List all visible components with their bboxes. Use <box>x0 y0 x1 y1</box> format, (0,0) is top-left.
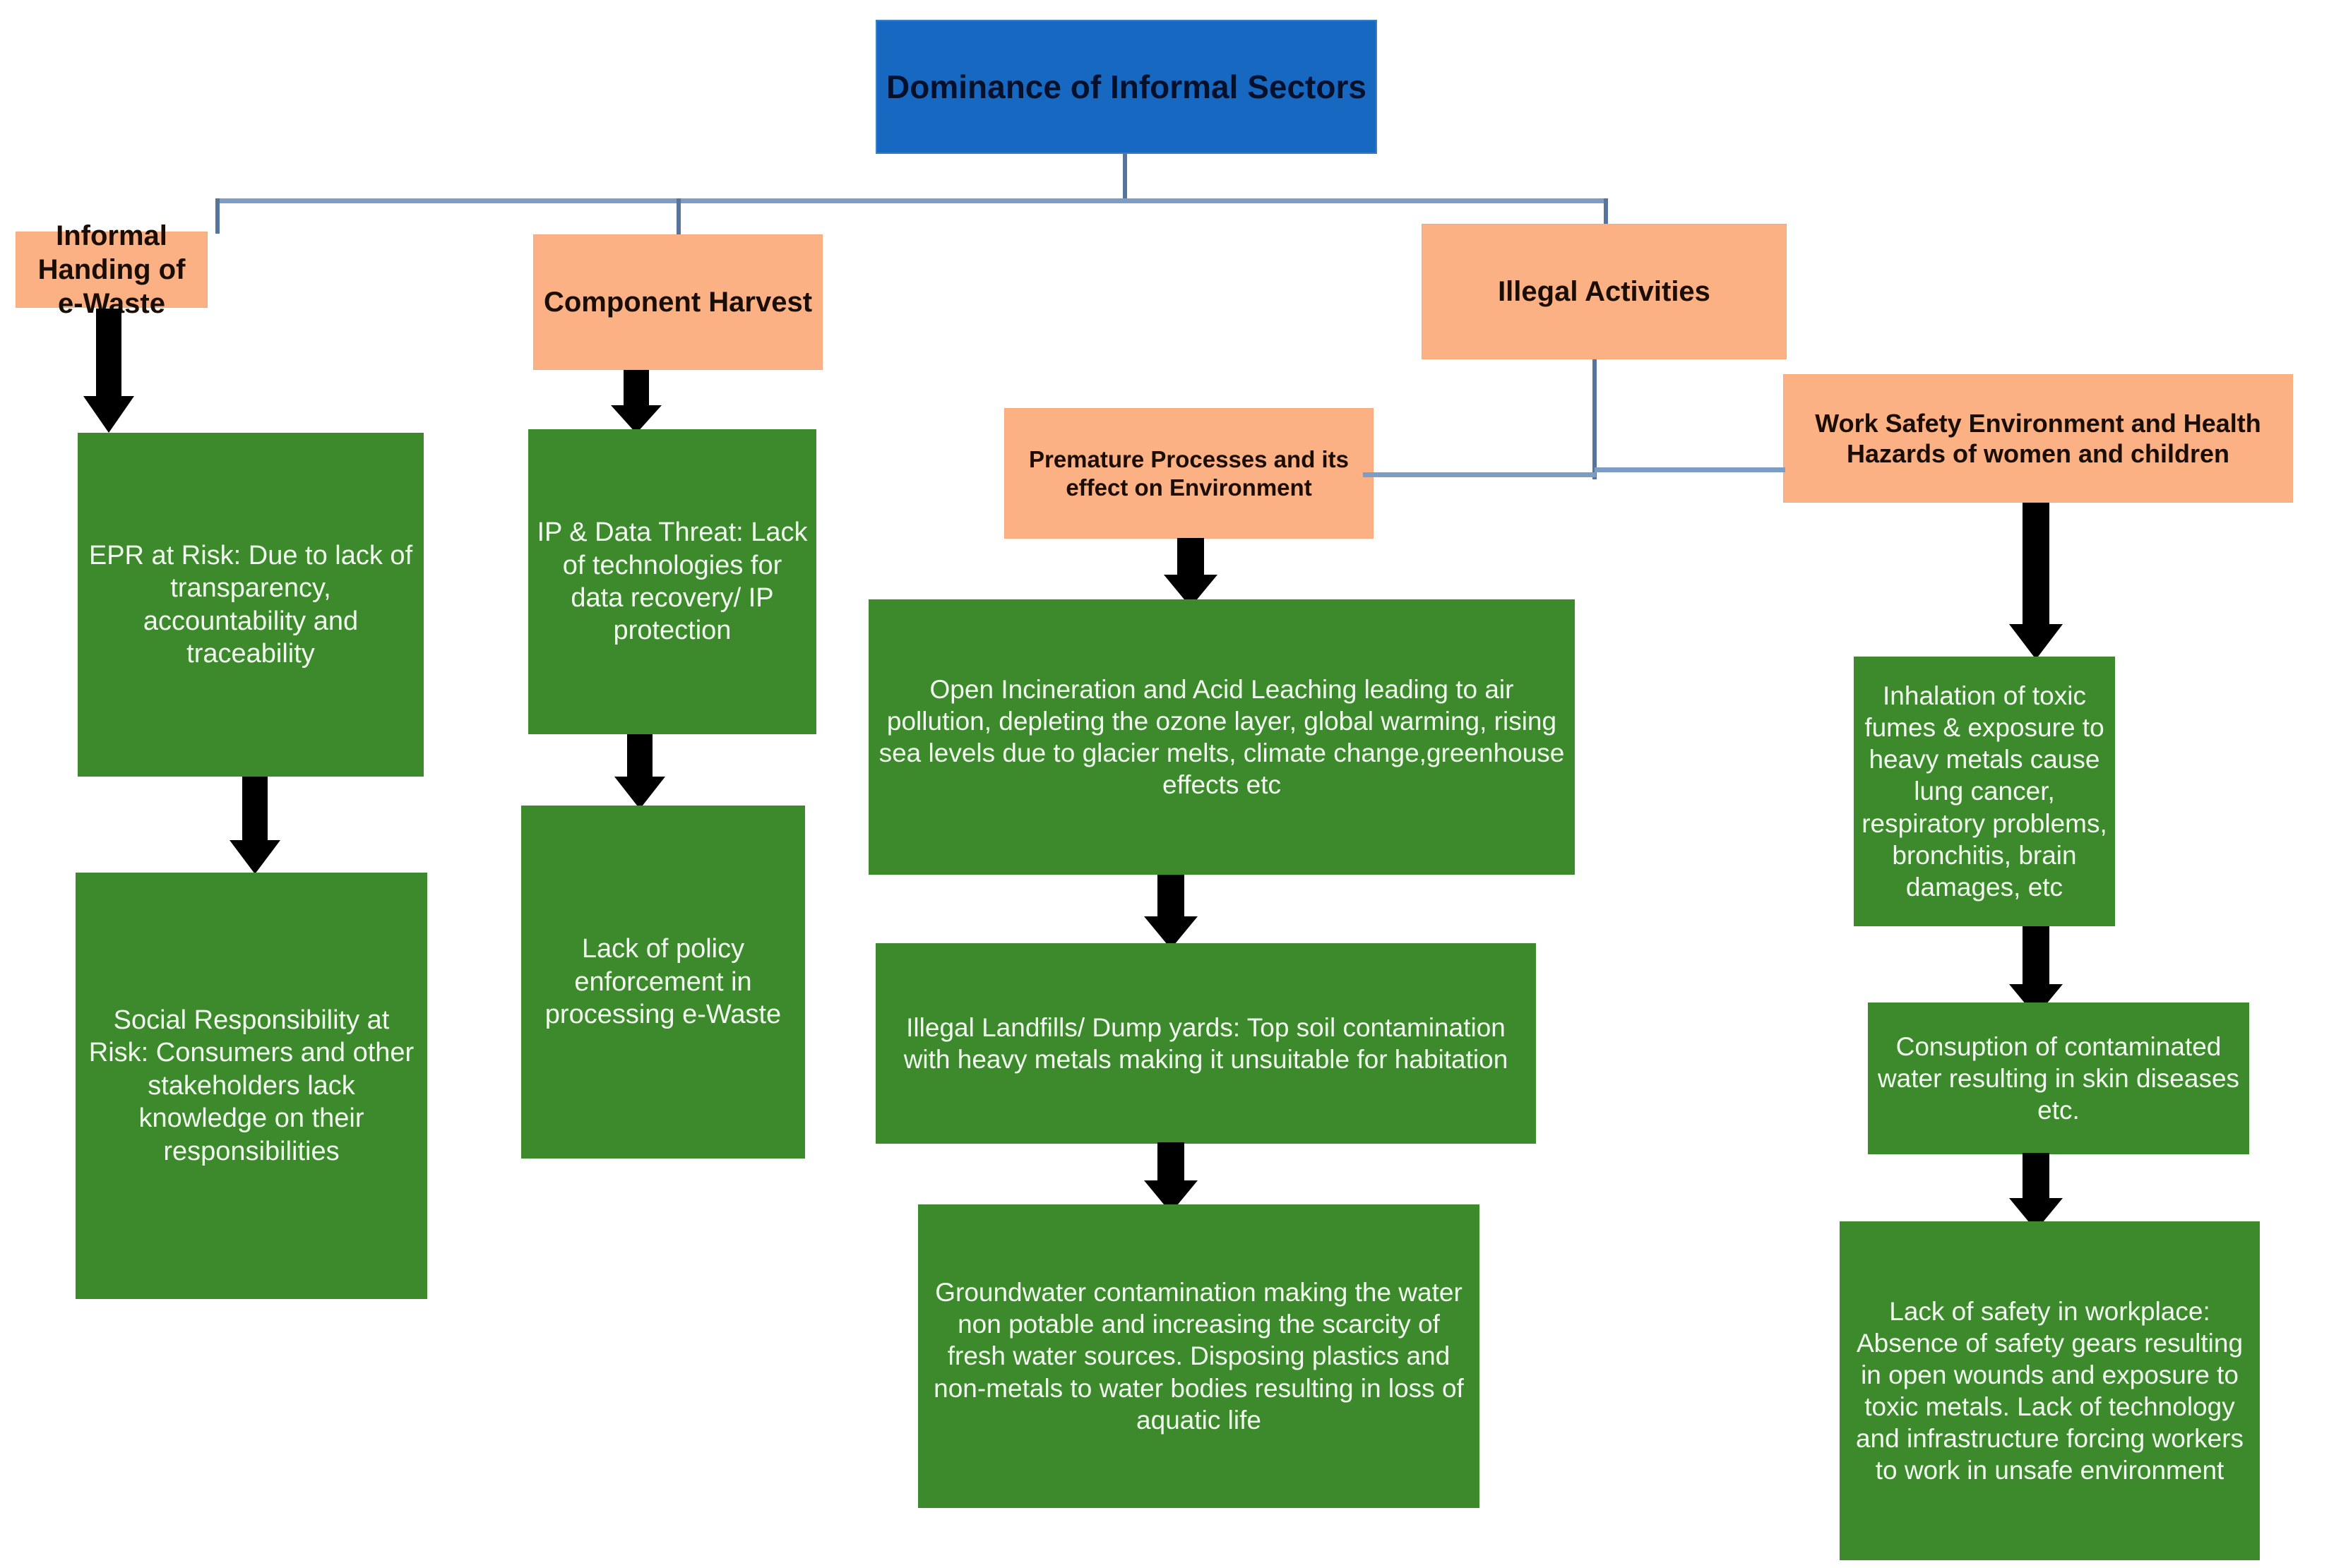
node-groundwater-contamination: Groundwater contamination making the wat… <box>918 1204 1479 1508</box>
node-consuption-of-contaminated-water: Consuption of contaminated water resulti… <box>1868 1003 2249 1154</box>
node-label: Component Harvest <box>543 287 813 318</box>
node-label: Lack of policy enforcement in processing… <box>544 934 782 1030</box>
node-lack-of-policy-enforcement: Lack of policy enforcement in processing… <box>521 806 805 1159</box>
arrow-landfills-to-groundwater <box>1144 1142 1198 1213</box>
node-illegal-activities: Illegal Activities <box>1422 224 1787 359</box>
node-illegal-landfills-dump-yards: Illegal Landfills/ Dump yards: Top soil … <box>876 943 1536 1144</box>
connector-to-illegal-activities <box>1604 198 1608 227</box>
arrow-inhalation-to-consuption <box>2009 926 2063 1017</box>
node-component-harvest: Component Harvest <box>533 234 823 370</box>
connector-top-bus <box>217 198 1608 203</box>
node-label: Premature Processes and its effect on En… <box>1028 445 1350 501</box>
node-label: Social Responsibility at Risk: Consumers… <box>88 1005 415 1166</box>
node-dominance-of-informal-sectors: Dominance of Informal Sectors <box>876 20 1377 154</box>
node-label: Inhalation of toxic fumes & exposure to … <box>1862 681 2107 902</box>
node-label: Consuption of contaminated water resulti… <box>1877 1031 2240 1125</box>
node-label: EPR at Risk: Due to lack of transparency… <box>88 540 413 669</box>
node-label: Lack of safety in workplace: Absence of … <box>1855 1296 2244 1485</box>
node-label: Open Incineration and Acid Leaching lead… <box>878 674 1565 800</box>
node-open-incineration-acid-leaching: Open Incineration and Acid Leaching lead… <box>869 599 1575 875</box>
arrow-epr-to-social-responsibility <box>230 777 280 874</box>
arrow-ip-threat-to-policy <box>614 734 665 809</box>
node-label: Dominance of Informal Sectors <box>886 68 1366 105</box>
connector-illegal-down <box>1592 359 1597 479</box>
node-work-safety-environment: Work Safety Environment and Health Hazar… <box>1783 374 2293 503</box>
node-premature-processes: Premature Processes and its effect on En… <box>1004 408 1374 539</box>
node-label: Illegal Landfills/ Dump yards: Top soil … <box>903 1012 1508 1074</box>
arrow-consuption-to-lack-of-safety <box>2009 1153 2063 1231</box>
connector-to-informal-handing <box>215 198 220 234</box>
connector-illegal-to-work-safety <box>1595 467 1785 472</box>
node-informal-handing-of-e-waste: Informal Handing of e-Waste <box>16 220 208 319</box>
connector-to-component-harvest <box>677 198 681 237</box>
arrow-work-safety-to-inhalation <box>2009 503 2063 659</box>
connector-title-down <box>1123 154 1127 202</box>
node-label: Illegal Activities <box>1498 276 1710 307</box>
node-epr-at-risk: EPR at Risk: Due to lack of transparency… <box>78 433 424 777</box>
node-label: Informal Handing of e-Waste <box>37 220 186 319</box>
arrow-component-to-ip-threat <box>611 370 662 433</box>
arrow-incineration-to-landfills <box>1144 875 1198 949</box>
arrow-informal-to-epr <box>83 309 134 433</box>
node-ip-and-data-threat: IP & Data Threat: Lack of technologies f… <box>528 429 816 734</box>
node-label: IP & Data Threat: Lack of technologies f… <box>537 517 808 646</box>
node-label: Groundwater contamination making the wat… <box>934 1278 1464 1435</box>
arrow-premature-to-open-incineration <box>1164 538 1217 607</box>
node-label: Work Safety Environment and Health Hazar… <box>1815 408 2261 468</box>
node-inhalation-of-toxic-fumes: Inhalation of toxic fumes & exposure to … <box>1854 657 2115 926</box>
node-lack-of-safety-in-workplace: Lack of safety in workplace: Absence of … <box>1840 1221 2260 1560</box>
node-social-responsibility-at-risk: Social Responsibility at Risk: Consumers… <box>76 873 427 1299</box>
connector-illegal-to-premature <box>1363 472 1596 477</box>
